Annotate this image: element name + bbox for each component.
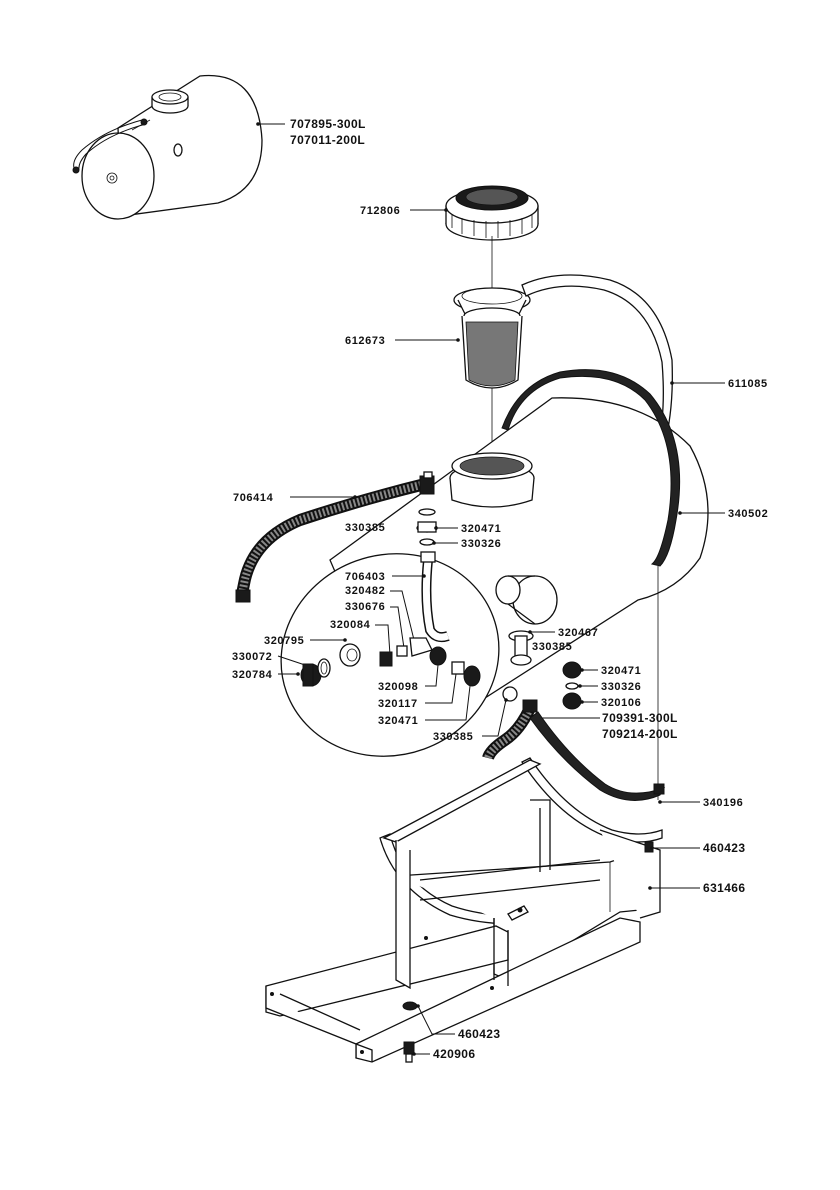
label-fit-330676: 330676 (345, 601, 385, 613)
label-oring-c: 330385 (433, 731, 473, 743)
label-fit-320795: 320795 (264, 635, 304, 647)
label-frame: 631466 (703, 881, 745, 895)
label-bottom-strap: 340196 (703, 797, 743, 809)
label-washer-a: 330326 (461, 538, 501, 550)
label-fit-320098: 320098 (378, 681, 418, 693)
filler-strainer (454, 288, 530, 388)
label-oring-b: 330385 (532, 641, 572, 653)
label-bolt-bottom: 460423 (458, 1027, 500, 1041)
label-short-hose: 706403 (345, 571, 385, 583)
overview-tank-illustration (73, 76, 262, 219)
label-fit-320784: 320784 (232, 669, 273, 681)
label-hose-300l: 709391-300L (602, 711, 678, 725)
label-lid: 712806 (360, 205, 400, 217)
label-fit-320467: 320467 (558, 627, 598, 639)
label-oring-a: 330385 (345, 522, 385, 534)
label-long-hose: 706414 (233, 492, 274, 504)
label-tank-body: 340502 (728, 508, 768, 520)
outlet-hose (488, 700, 537, 758)
label-fit-330072: 330072 (232, 651, 272, 663)
label-nut-a: 320471 (461, 523, 501, 535)
label-screw: 420906 (433, 1047, 475, 1061)
label-bolt-top: 460423 (703, 841, 745, 855)
label-fit-320482: 320482 (345, 585, 385, 597)
label-fit-320084: 320084 (330, 619, 371, 631)
label-strainer: 612673 (345, 335, 385, 347)
label-top-strap: 611085 (728, 378, 768, 390)
label-hose-200l: 709214-200L (602, 727, 678, 741)
label-washer-b: 330326 (601, 681, 641, 693)
label-fit-320117: 320117 (378, 698, 418, 710)
support-frame (266, 758, 662, 1062)
filler-lid (446, 186, 538, 240)
label-fit-320106: 320106 (601, 697, 641, 709)
label-nut-b: 320471 (601, 665, 641, 677)
label-nut-c: 320471 (378, 715, 418, 727)
label-tank-300l: 707895-300L (290, 117, 366, 131)
label-tank-200l: 707011-200L (290, 133, 365, 147)
